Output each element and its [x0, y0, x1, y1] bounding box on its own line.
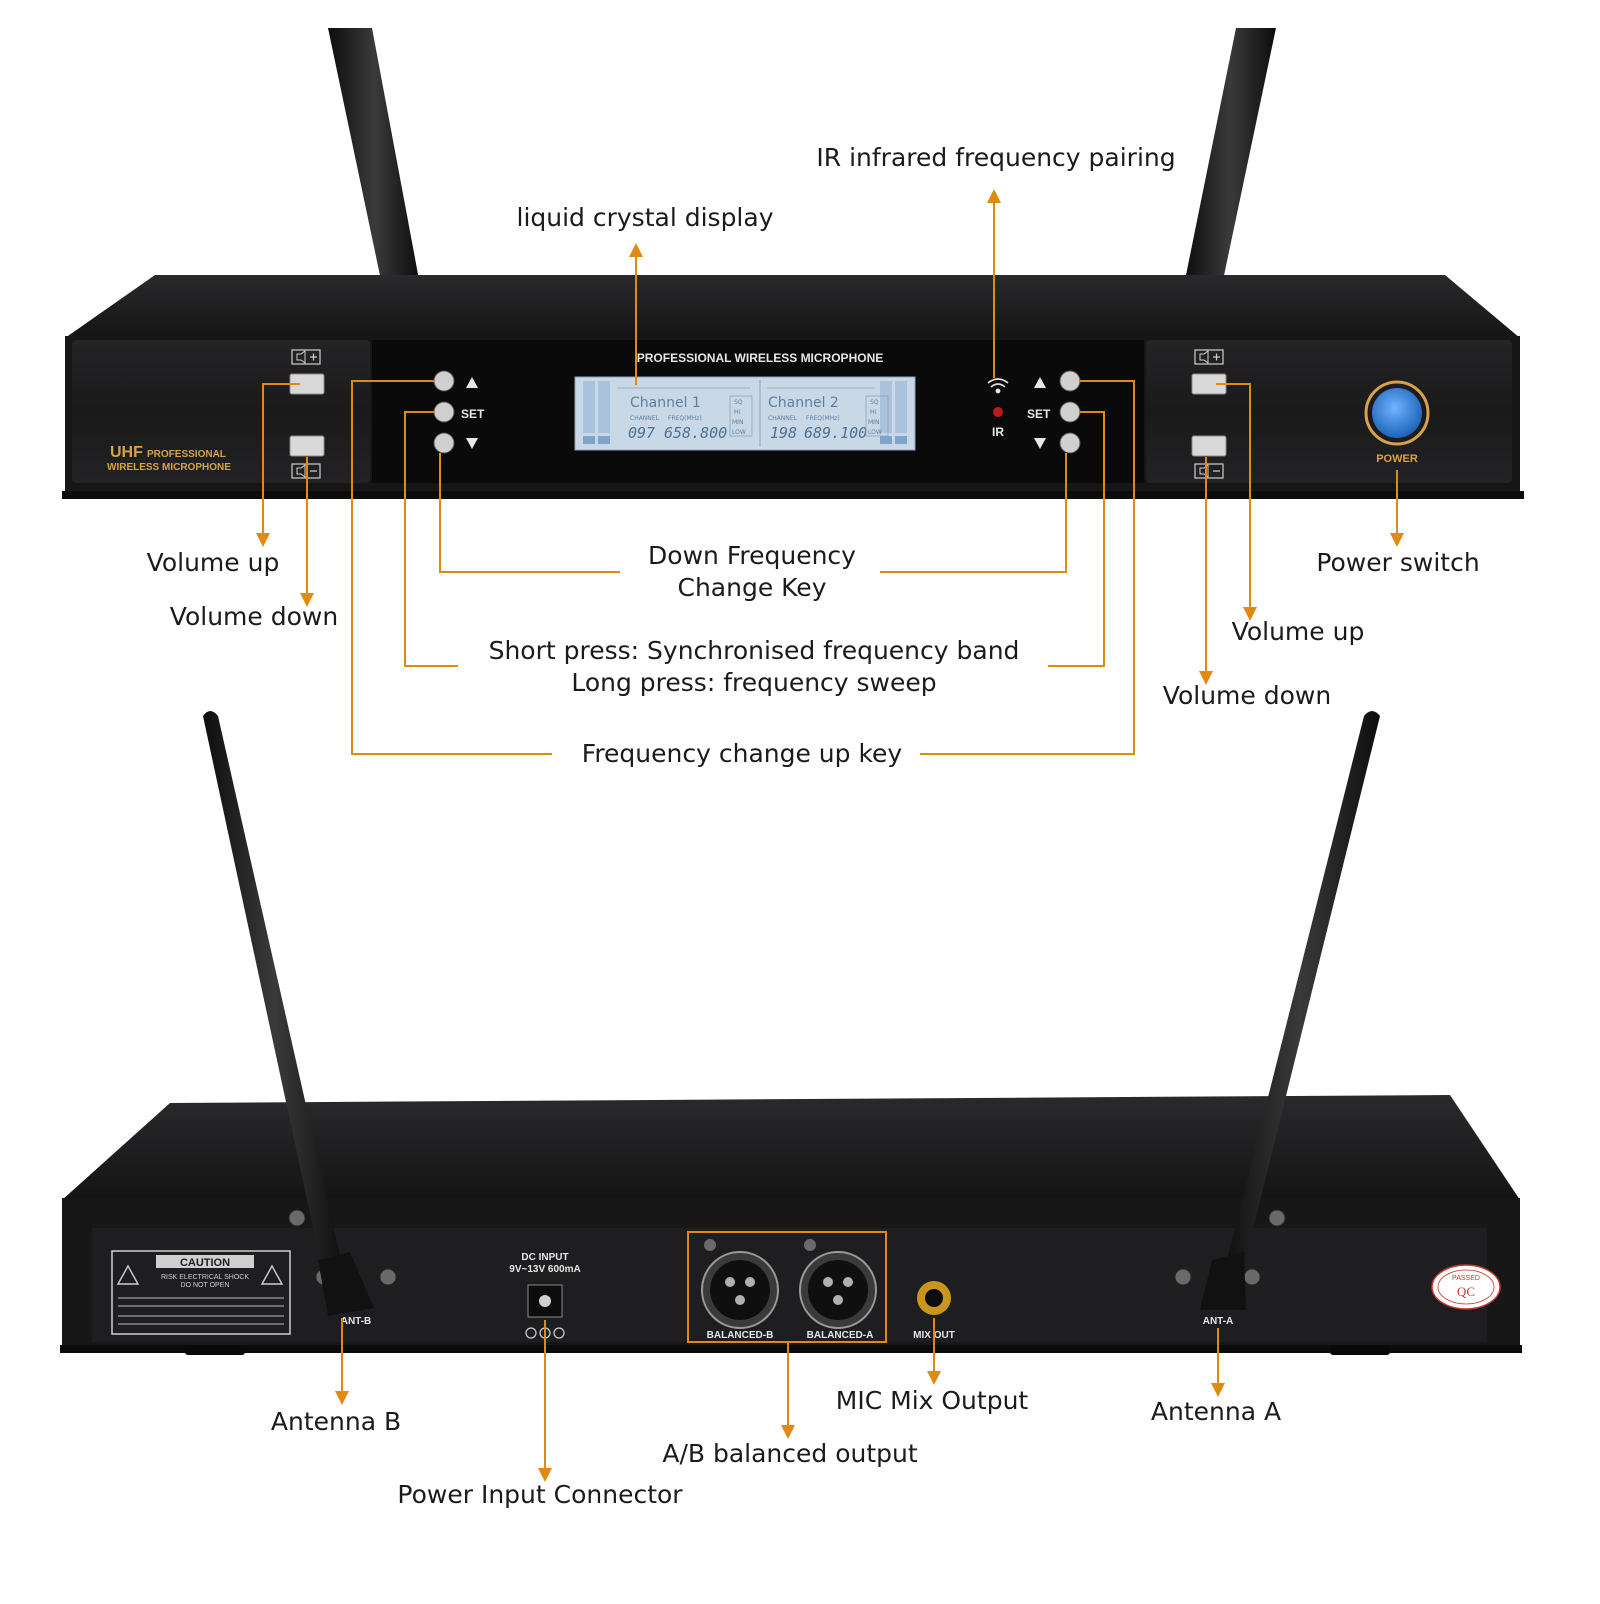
volume-up-icon-right [1194, 349, 1224, 365]
callout-antenna-b: Antenna B [270, 1407, 402, 1436]
warning-triangle-icon [116, 1264, 140, 1285]
caution-label: CAUTION RISK ELECTRICAL SHOCK DO NOT OPE… [111, 1250, 291, 1335]
ir-sensor-icon [993, 407, 1003, 417]
lcd-indicators-right: SQ HI MIN LOW [865, 395, 889, 437]
lcd-ch2-caption: CHANNEL [768, 415, 798, 422]
svg-text:HI: HI [734, 409, 741, 416]
callout-volume-down-left: Volume down [169, 602, 339, 631]
brand-wireless: WIRELESS MICROPHONE [107, 462, 231, 473]
set-label-left: SET [461, 407, 485, 421]
xlr-connector-a[interactable] [799, 1251, 877, 1329]
front-right-panel [1146, 340, 1512, 483]
lcd-freq1-caption: FREQ(MHz) [668, 415, 702, 422]
front-header-text: PROFESSIONAL WIRELESS MICROPHONE [637, 351, 883, 365]
up-arrow-icon-left [466, 377, 478, 388]
power-label: POWER [1376, 453, 1418, 465]
svg-text:CAUTION: CAUTION [180, 1257, 230, 1269]
rear-screws [288, 1209, 1286, 1286]
svg-text:LOW: LOW [868, 429, 882, 436]
volume-down-button-left[interactable] [289, 435, 325, 457]
callout-power-input: Power Input Connector [397, 1480, 683, 1509]
svg-text:DO NOT OPEN: DO NOT OPEN [181, 1282, 230, 1289]
freq-down-button-right[interactable] [1059, 432, 1081, 454]
ant-a-label: ANT-A [1203, 1316, 1234, 1327]
down-arrow-icon-left [466, 438, 478, 449]
freq-down-button-left[interactable] [433, 432, 455, 454]
power-button-ring [1364, 380, 1430, 446]
volume-down-icon-right [1194, 463, 1224, 479]
svg-text:HI: HI [870, 409, 877, 416]
callout-volume-up-right: Volume up [1231, 617, 1365, 646]
callout-set-short: Short press: Synchronised frequency band [488, 636, 1020, 665]
svg-text:SQ: SQ [870, 399, 879, 406]
callout-antenna-a: Antenna A [1150, 1397, 1282, 1426]
ant-b-label: ANT-B [341, 1316, 372, 1327]
dc-input-spec: 9V~13V 600mA [509, 1264, 580, 1275]
rear-chassis-top [62, 1095, 1520, 1200]
set-button-right[interactable] [1059, 401, 1081, 423]
svg-text:PASSED: PASSED [1452, 1275, 1480, 1282]
dc-jack-pin-icon [539, 1295, 551, 1307]
callout-volume-down-right: Volume down [1162, 681, 1332, 710]
lcd-indicators-left: SQ HI MIN LOW [729, 395, 753, 437]
front-antenna-right [1184, 28, 1276, 285]
lcd-freq1-value: 658.800 [664, 424, 727, 442]
lcd-level-meters-right [880, 381, 907, 444]
svg-text:LOW: LOW [732, 429, 746, 436]
up-arrow-icon-right [1034, 377, 1046, 388]
dc-input-jack[interactable] [527, 1284, 563, 1318]
down-arrow-icon-right [1034, 438, 1046, 449]
callout-volume-up-left: Volume up [146, 548, 280, 577]
ir-label: IR [992, 425, 1004, 439]
callout-power-switch: Power switch [1316, 548, 1480, 577]
svg-text:MIN: MIN [868, 419, 879, 426]
rear-antenna-a [1200, 711, 1380, 1310]
lcd-freq2-caption: FREQ(MHz) [806, 415, 840, 422]
lcd-channel1-name: Channel 1 [630, 395, 701, 411]
set-button-left[interactable] [433, 401, 455, 423]
callout-ir-pairing: IR infrared frequency pairing [816, 143, 1176, 172]
callout-balanced-output: A/B balanced output [662, 1439, 918, 1468]
lcd-channel2-name: Channel 2 [768, 395, 839, 411]
freq-up-button-right[interactable] [1059, 370, 1081, 392]
callout-set-long: Long press: frequency sweep [571, 668, 937, 697]
svg-text:SQ: SQ [734, 399, 743, 406]
dc-input-label: DC INPUT [521, 1252, 568, 1263]
callout-freq-up: Frequency change up key [581, 739, 903, 768]
balanced-b-label: BALANCED-B [707, 1330, 774, 1341]
wifi-icon [987, 378, 1009, 394]
callout-down-freq-line2: Change Key [677, 573, 827, 602]
brand-uhf: UHF [110, 444, 143, 461]
lcd-level-meters-left [583, 381, 610, 444]
svg-text:QC: QC [1457, 1284, 1475, 1299]
freq-up-button-left[interactable] [433, 370, 455, 392]
callout-down-freq-line1: Down Frequency [648, 541, 856, 570]
balanced-a-label: BALANCED-A [807, 1330, 874, 1341]
lcd-display [574, 376, 916, 451]
rear-antenna-b [203, 711, 374, 1316]
front-chassis-top [65, 275, 1520, 338]
svg-text:RISK ELECTRICAL SHOCK: RISK ELECTRICAL SHOCK [161, 1274, 249, 1281]
callout-lcd: liquid crystal display [516, 203, 774, 232]
volume-down-button-right[interactable] [1191, 435, 1227, 457]
lcd-ch2-number: 198 [770, 424, 797, 442]
front-antenna-left [328, 28, 420, 285]
power-button[interactable] [1372, 388, 1422, 438]
callout-lines [256, 189, 1404, 1482]
lcd-freq2-value: 689.100 [804, 424, 867, 442]
volume-up-icon-left [291, 349, 321, 365]
svg-text:MIN: MIN [732, 419, 743, 426]
callout-mic-mix: MIC Mix Output [835, 1386, 1029, 1415]
lcd-ch1-caption: CHANNEL [630, 415, 660, 422]
qc-passed-sticker: PASSED QC [1431, 1264, 1501, 1310]
brand-professional: PROFESSIONAL [147, 449, 226, 460]
set-label-right: SET [1027, 407, 1051, 421]
warning-triangle-icon [260, 1264, 284, 1285]
lcd-ch1-number: 097 [628, 424, 655, 442]
xlr-connector-b[interactable] [701, 1251, 779, 1329]
